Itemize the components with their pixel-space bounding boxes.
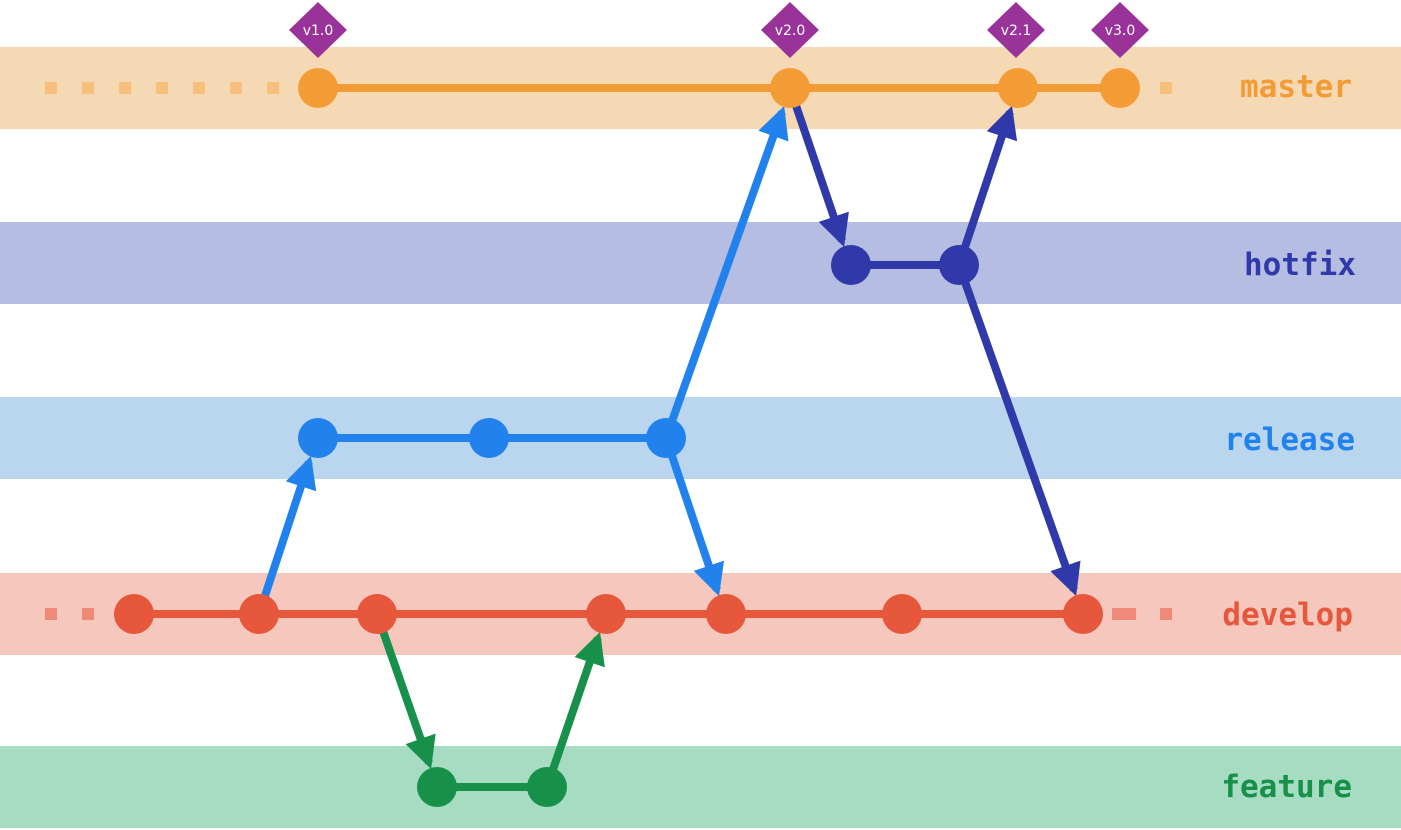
release-lane-band [0,397,1401,479]
master-commit [1100,68,1140,108]
develop-to-feature-arrow [373,612,436,770]
develop-commit [586,594,626,634]
feature-to-develop-arrow [543,631,605,789]
hotfix-commit [831,245,871,285]
tag-label: v2.1 [1001,23,1032,39]
release-lane-label: release [1224,422,1355,458]
release-commit [298,418,338,458]
develop-lane-label: develop [1222,597,1353,633]
develop-commit [114,594,154,634]
release-to-develop-arrow [662,436,725,597]
master-to-hotfix-arrow [786,86,849,248]
hotfix-lane-band [0,222,1401,304]
tag-v2-1: v2.1 [987,2,1045,58]
tag-v1-0: v1.0 [289,2,347,58]
release-to-master-arrow [662,105,789,440]
master-commit [998,68,1038,108]
feature-commit [527,767,567,807]
develop-commit [239,594,279,634]
tag-v3-0: v3.0 [1091,2,1149,58]
release-commit [646,418,686,458]
tag-diamond-icon [987,2,1045,58]
tag-diamond-icon [761,2,819,58]
develop-commit [1063,594,1103,634]
hotfix-commit [939,245,979,285]
master-lane-label: master [1240,69,1352,105]
develop-commit [357,594,397,634]
master-commit [298,68,338,108]
develop-to-release-arrow [255,455,317,616]
tag-diamond-icon [1091,2,1149,58]
tag-label: v3.0 [1105,23,1136,39]
feature-lane-band [0,746,1401,828]
release-commit [469,418,509,458]
feature-commit [417,767,457,807]
tag-diamond-icon [289,2,347,58]
tag-label: v2.0 [775,23,806,39]
develop-commit [882,594,922,634]
master-commit [770,68,810,108]
hotfix-to-master-arrow [955,105,1018,267]
develop-commit [706,594,746,634]
feature-lane-label: feature [1221,769,1352,805]
hotfix-lane-label: hotfix [1244,247,1356,283]
tag-v2-0: v2.0 [761,2,819,58]
hotfix-to-develop-arrow [955,263,1081,597]
tag-label: v1.0 [303,23,334,39]
